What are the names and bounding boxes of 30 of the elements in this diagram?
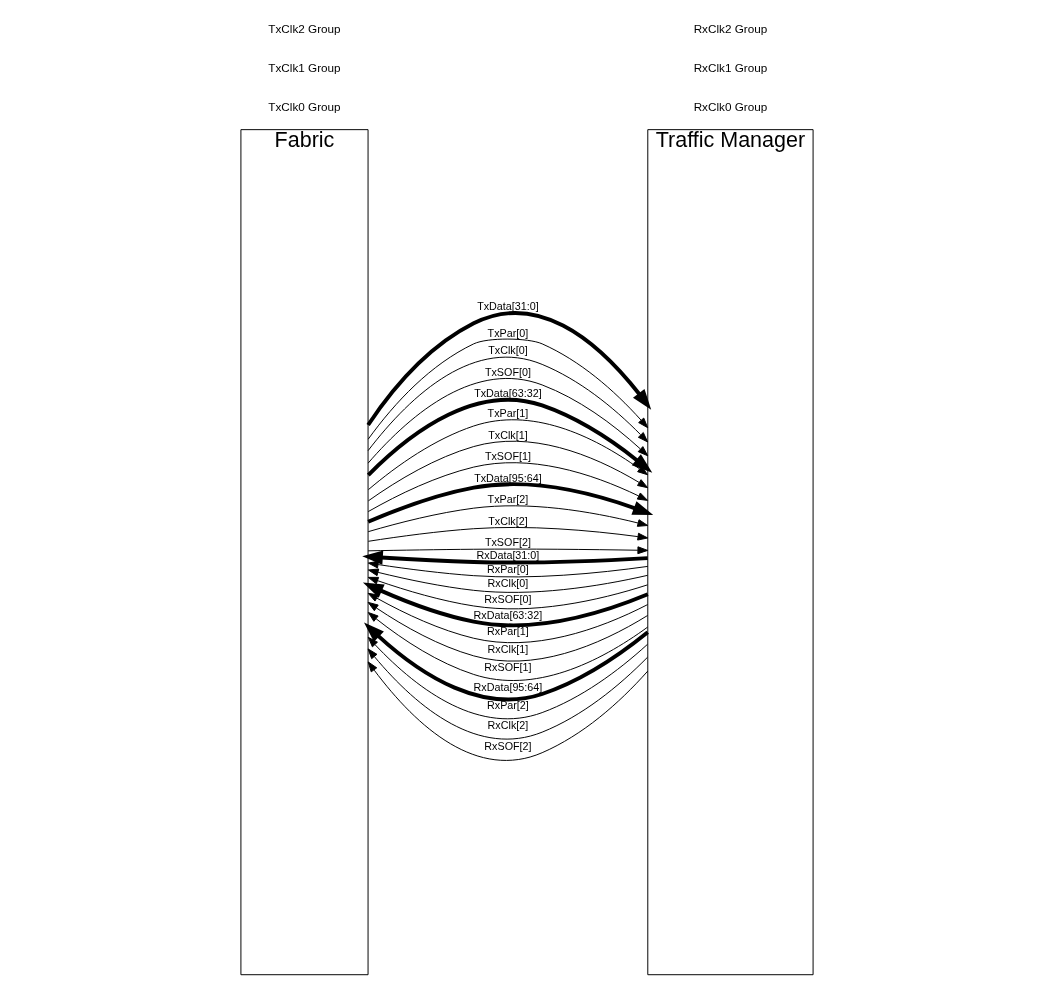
edge-label: TxData[95:64] — [474, 471, 542, 484]
label: TxClk1 Group — [268, 61, 341, 75]
label: RxClk0 Group — [693, 100, 768, 114]
edge-label: RxClk[1] — [487, 642, 529, 655]
edge-label: TxSOF[2] — [484, 536, 531, 549]
edge-label: TxPar[2] — [487, 493, 529, 506]
edge-label: RxData[31:0] — [476, 548, 540, 561]
edge-label: RxPar[2] — [487, 699, 529, 712]
edge-label: TxClk[2] — [488, 514, 528, 527]
edge-label: TxClk[1] — [488, 428, 528, 441]
edge-label: RxData[63:32] — [473, 608, 543, 621]
edge-label: RxClk[0] — [487, 577, 529, 590]
edge-label: TxSOF[1] — [484, 450, 531, 463]
edge-label: RxSOF[1] — [484, 661, 532, 674]
edge-label: TxClk[0] — [488, 344, 528, 357]
edge-label: TxPar[1] — [487, 407, 529, 420]
edge-label: RxClk[2] — [487, 719, 529, 732]
label: RxClk2 Group — [693, 21, 768, 35]
label: TxClk2 Group — [268, 21, 341, 35]
label: TxClk0 Group — [268, 100, 341, 114]
edge-label: TxData[63:32] — [474, 387, 542, 400]
label: RxClk1 Group — [693, 61, 768, 75]
edge-label: TxPar[0] — [487, 326, 529, 339]
edge-label: TxData[31:0] — [477, 300, 539, 313]
edge-label: RxData[95:64] — [473, 680, 543, 693]
edge-label: RxPar[0] — [487, 562, 529, 575]
edge-label: RxSOF[2] — [484, 739, 532, 752]
edge-label: TxSOF[0] — [484, 365, 531, 378]
edge-label: RxSOF[0] — [484, 592, 532, 605]
edge-label: RxPar[1] — [487, 625, 529, 638]
